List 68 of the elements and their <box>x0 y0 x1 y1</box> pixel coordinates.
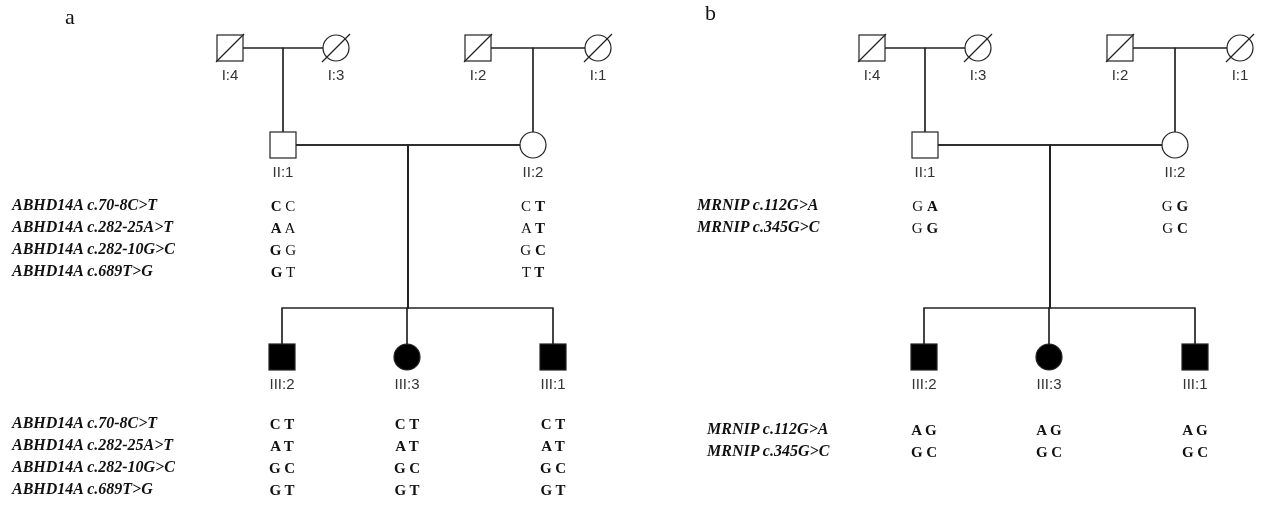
individual-id: II:1 <box>913 163 937 180</box>
genotype-text: C T <box>394 416 420 433</box>
genotype-text: G C <box>1181 444 1209 461</box>
genotype-text: C C <box>270 198 296 215</box>
genotype-text: G G <box>911 220 939 237</box>
genotype-text: A T <box>270 438 294 455</box>
panel-letter: b <box>705 0 716 26</box>
descent-line <box>924 47 966 133</box>
individual-id: I:3 <box>968 66 988 83</box>
individual-id: I:2 <box>468 66 488 83</box>
genotype-text: C T <box>540 416 566 433</box>
genotype-text: G A <box>912 198 938 215</box>
descent-line <box>1049 144 1196 345</box>
variant-label: ABHD14A c.282-25A>T <box>12 436 174 454</box>
variant-label: MRNIP c.345G>C <box>707 442 830 460</box>
individual-id: II:2 <box>1163 163 1187 180</box>
genotype-text: G C <box>1035 444 1063 461</box>
individual-id: III:3 <box>1035 375 1063 392</box>
variant-label: MRNIP c.112G>A <box>697 196 819 214</box>
variant-label: ABHD14A c.70-8C>T <box>12 196 158 214</box>
genotype-text: G T <box>394 482 420 499</box>
genotype-text: G T <box>269 482 295 499</box>
individual-id: II:2 <box>521 163 545 180</box>
individual-id: I:1 <box>1230 66 1250 83</box>
individual-id: II:1 <box>271 163 295 180</box>
genotype-text: A T <box>521 220 545 237</box>
genotype-text: G T <box>270 264 296 281</box>
genotype-text: C T <box>521 198 545 215</box>
genotype-text: A G <box>1036 422 1062 439</box>
genotype-text: G C <box>393 460 421 477</box>
genotype-text: G C <box>539 460 567 477</box>
genotype-text: A G <box>1182 422 1208 439</box>
individual-id: III:2 <box>910 375 938 392</box>
variant-label: MRNIP c.112G>A <box>707 420 829 438</box>
individual-id: I:3 <box>326 66 346 83</box>
variant-label: ABHD14A c.282-10G>C <box>12 240 175 258</box>
genotype-text: G T <box>540 482 566 499</box>
descent-line <box>282 47 324 133</box>
genotype-text: G C <box>268 460 296 477</box>
individual-id: I:2 <box>1110 66 1130 83</box>
descent-line <box>532 47 586 133</box>
genotype-text: C T <box>269 416 295 433</box>
individual-id: III:1 <box>539 375 567 392</box>
individual-id: III:3 <box>393 375 421 392</box>
individual-id: III:1 <box>1181 375 1209 392</box>
genotype-text: A T <box>395 438 419 455</box>
variant-label: ABHD14A c.689T>G <box>12 262 153 280</box>
individual-id: I:1 <box>588 66 608 83</box>
individual-id: I:4 <box>862 66 882 83</box>
panel-letter: a <box>65 4 75 30</box>
variant-label: MRNIP c.345G>C <box>697 218 820 236</box>
genotype-text: T T <box>521 264 545 281</box>
genotype-text: G G <box>1161 198 1189 215</box>
descent-line <box>407 144 554 345</box>
variant-label: ABHD14A c.282-25A>T <box>12 218 174 236</box>
genotype-text: A A <box>270 220 296 237</box>
descent-line <box>1174 47 1228 133</box>
genotype-text: G G <box>269 242 297 259</box>
individual-id: III:2 <box>268 375 296 392</box>
variant-label: ABHD14A c.282-10G>C <box>12 458 175 476</box>
genotype-text: G C <box>520 242 546 259</box>
genotype-text: A G <box>911 422 937 439</box>
variant-label: ABHD14A c.70-8C>T <box>12 414 158 432</box>
genotype-text: G C <box>1162 220 1188 237</box>
genotype-text: G C <box>910 444 938 461</box>
genotype-text: A T <box>541 438 565 455</box>
individual-id: I:4 <box>220 66 240 83</box>
variant-label: ABHD14A c.689T>G <box>12 480 153 498</box>
